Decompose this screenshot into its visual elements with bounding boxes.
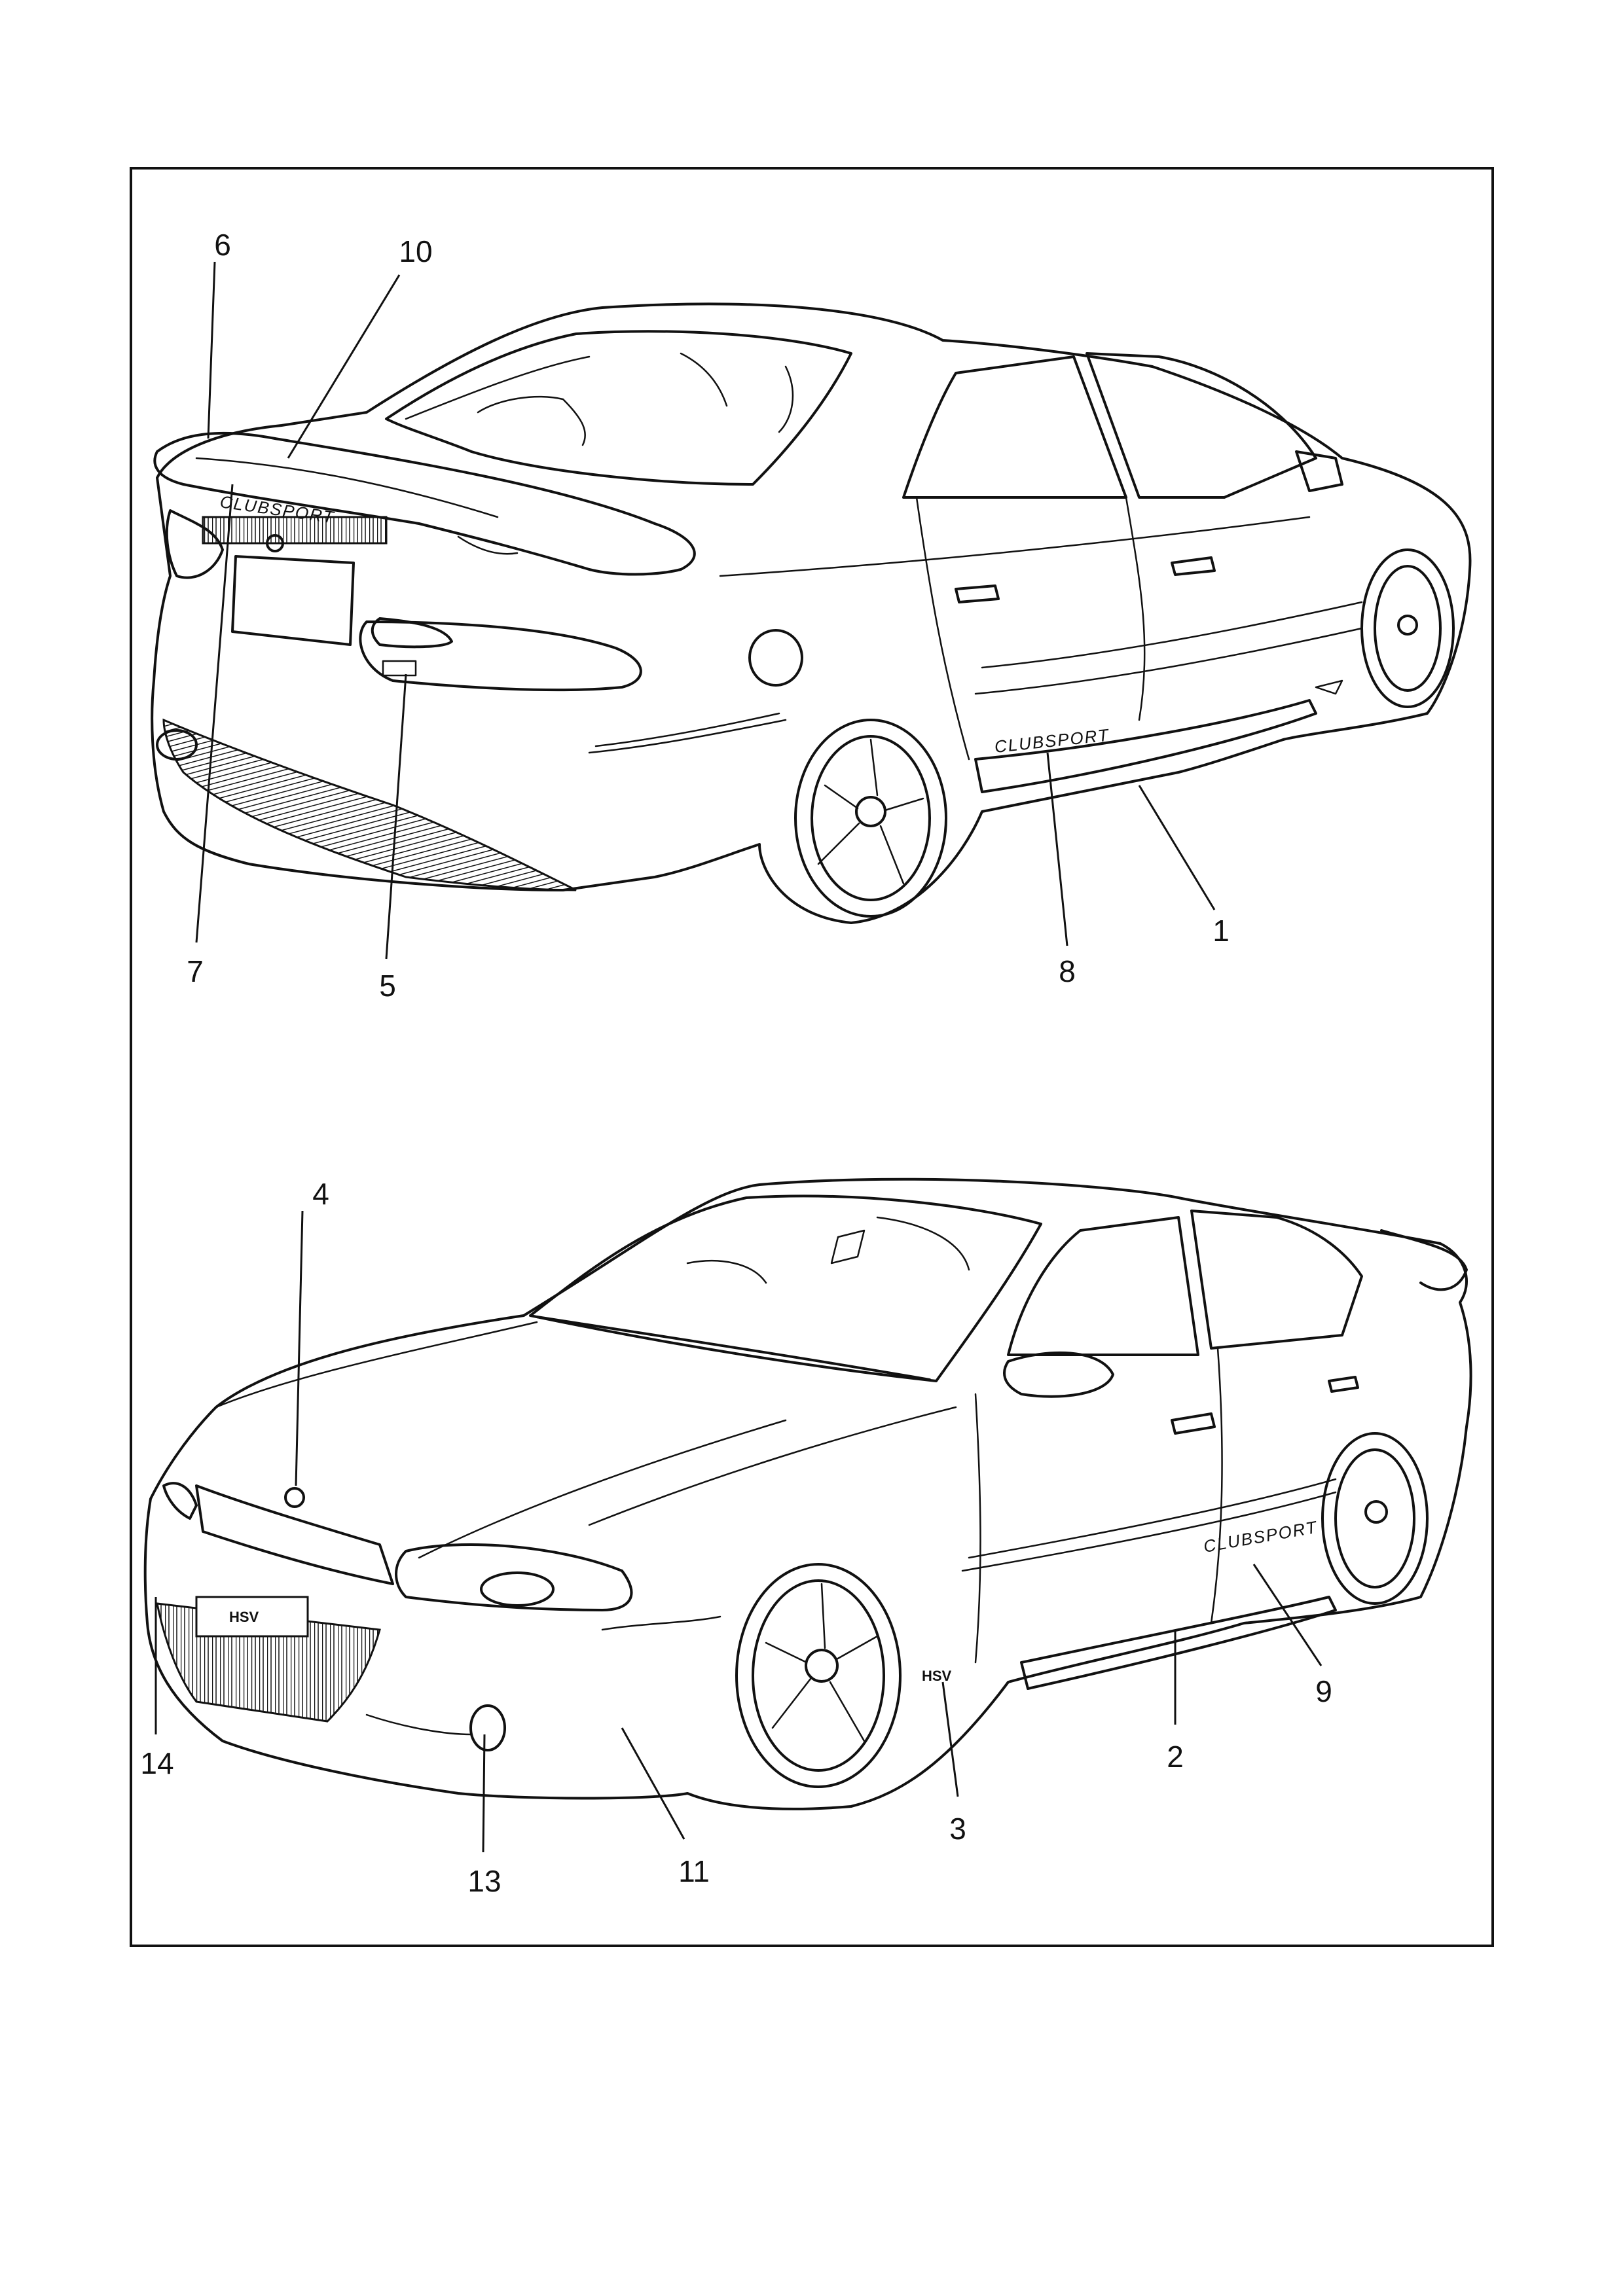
callout-3: 3 <box>949 1812 966 1846</box>
rear-view-rear-wheel <box>795 720 946 916</box>
front-view-car: HSV <box>145 1179 1471 1809</box>
callout-13: 13 <box>467 1864 501 1898</box>
callout-4: 4 <box>312 1177 329 1211</box>
front-door-handle <box>1172 558 1214 575</box>
upper-grille <box>196 1486 393 1584</box>
callout-8: 8 <box>1059 954 1076 988</box>
callout-9: 9 <box>1315 1674 1332 1708</box>
rear-side-window <box>903 357 1126 497</box>
front-view-callouts: 4 9 2 3 14 13 11 <box>140 1177 1332 1898</box>
bonnet-emblem <box>285 1488 304 1507</box>
fuel-flap <box>750 630 802 685</box>
callout-5: 5 <box>379 969 396 1003</box>
front-side-mirror <box>1004 1353 1113 1397</box>
callout-6: 6 <box>214 228 231 262</box>
fog-lamp <box>471 1706 505 1750</box>
rear-window <box>386 331 851 484</box>
side-mirror <box>1296 452 1342 491</box>
callout-1: 1 <box>1213 914 1230 948</box>
windshield <box>530 1196 1041 1381</box>
rear-view-front-wheel <box>1362 550 1453 707</box>
license-plate-recess <box>232 556 354 645</box>
headlight-projector <box>481 1573 553 1605</box>
callout-2: 2 <box>1167 1740 1184 1774</box>
rear-diffuser-hatched <box>164 720 576 890</box>
rear-door-handle <box>956 586 998 602</box>
front-side-window-rear <box>1192 1211 1362 1348</box>
rear-view-callouts: 6 10 7 5 8 1 <box>187 228 1230 1003</box>
front-view-front-wheel <box>737 1564 900 1787</box>
front-door-handle-rear <box>1329 1377 1358 1391</box>
rear-view-car: CLUBSPORT <box>152 304 1470 923</box>
callout-14: 14 <box>140 1746 173 1780</box>
front-door-handle-front <box>1172 1414 1214 1433</box>
front-plate-hsv: HSV <box>229 1609 259 1625</box>
front-side-clubsport-badge: CLUBSPORT <box>1202 1517 1319 1556</box>
side-hsv-badge-mark <box>1316 681 1342 694</box>
callout-10: 10 <box>399 234 432 268</box>
front-car-body-outline <box>145 1179 1471 1809</box>
front-side-window <box>1087 353 1316 497</box>
front-fender-hsv-badge: HSV <box>922 1668 952 1684</box>
front-side-skirt <box>1021 1597 1336 1689</box>
front-view-rear-wheel <box>1322 1433 1427 1604</box>
wiper-blade <box>537 1317 930 1380</box>
callout-11: 11 <box>678 1854 710 1888</box>
headlight-right <box>396 1545 631 1610</box>
front-view-leaders <box>156 1211 1321 1852</box>
front-side-window-front <box>1008 1217 1198 1355</box>
rear-model-badge <box>383 661 416 675</box>
rear-tail-lamp-right <box>360 622 641 690</box>
callout-7: 7 <box>187 954 204 988</box>
headlight-left <box>164 1483 196 1518</box>
